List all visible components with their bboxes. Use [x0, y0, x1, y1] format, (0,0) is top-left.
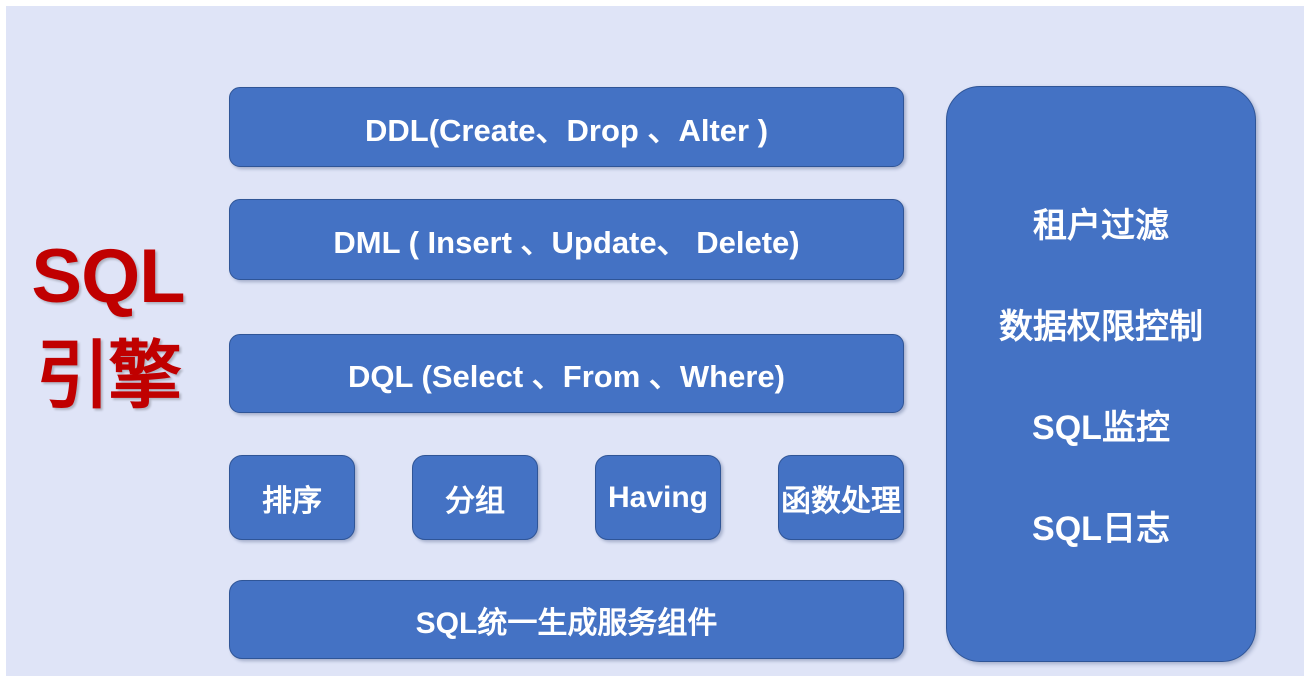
- ddl-box[interactable]: DDL(Create、Drop 、Alter ): [229, 87, 904, 167]
- sql-engine-title: SQL 引擎: [8, 238, 208, 413]
- sql-engine-title-cn: 引擎: [36, 333, 182, 417]
- panel-item-data-permission-control[interactable]: 数据权限控制: [999, 308, 1203, 346]
- panel-item-sql-monitoring[interactable]: SQL监控: [1032, 409, 1170, 447]
- dql-box[interactable]: DQL (Select 、From 、Where): [229, 334, 904, 413]
- panel-item-sql-log[interactable]: SQL日志: [1032, 510, 1170, 548]
- clause-box-group-by[interactable]: 分组: [412, 455, 538, 540]
- clause-box-function-processing[interactable]: 函数处理: [778, 455, 904, 540]
- clause-box-order-by[interactable]: 排序: [229, 455, 355, 540]
- clause-box-having[interactable]: Having: [595, 455, 721, 540]
- dml-box[interactable]: DML ( Insert 、Update、 Delete): [229, 199, 904, 280]
- sql-governance-panel: 租户过滤 数据权限控制 SQL监控 SQL日志: [946, 86, 1256, 662]
- sql-unified-generation-service-component-box[interactable]: SQL统一生成服务组件: [229, 580, 904, 659]
- panel-item-tenant-filter[interactable]: 租户过滤: [1033, 207, 1169, 245]
- clause-box-row: 排序 分组 Having 函数处理: [229, 455, 904, 540]
- sql-engine-title-en: SQL: [31, 234, 185, 319]
